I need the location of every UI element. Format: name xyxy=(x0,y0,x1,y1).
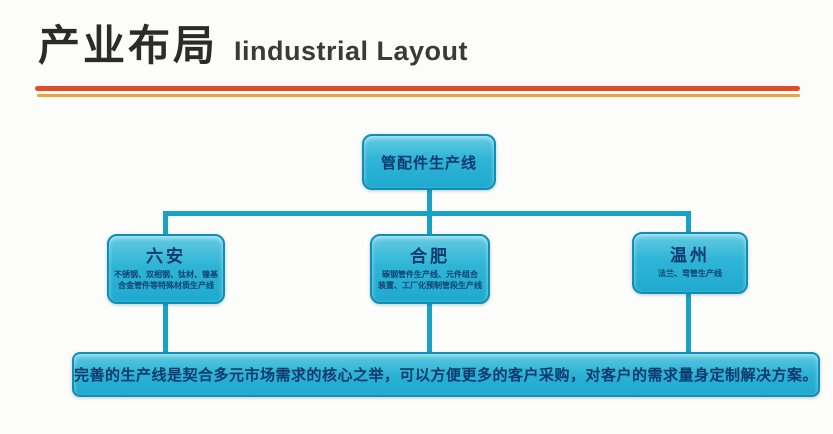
node-pipe-fittings-production-line: 管配件生产线 xyxy=(362,134,496,190)
summary-banner-text: 完善的生产线是契合多元市场需求的核心之举，可以方便更多的客户采购，对客户的需求量… xyxy=(74,367,819,384)
root-node-label: 管配件生产线 xyxy=(380,154,477,172)
connector-luan-to-banner xyxy=(163,302,168,354)
divider-line-red xyxy=(35,86,800,91)
site-name-label: 六安 xyxy=(146,246,186,266)
node-site-luan: 六安 不锈钢、双相钢、钛材、镍基 合金管件等特殊材质生产线 xyxy=(107,234,225,304)
site-description: 碳钢管件生产线、元件组合 装置、工厂化预制管段生产线 xyxy=(378,269,482,290)
site-description: 不锈钢、双相钢、钛材、镍基 合金管件等特殊材质生产线 xyxy=(114,269,218,290)
page-header: 产业布局 Iindustrial Layout xyxy=(38,12,468,73)
site-name-label: 合肥 xyxy=(410,246,450,266)
connector-wenzhou-to-banner xyxy=(686,292,691,354)
connector-hefei-to-banner xyxy=(427,302,432,354)
connector-root-drop xyxy=(427,190,432,213)
divider-line-orange xyxy=(37,94,800,97)
node-site-wenzhou: 温州 法兰、弯管生产线 xyxy=(632,232,748,294)
page-title-chinese: 产业布局 xyxy=(38,22,219,69)
connector-drop-luan xyxy=(163,211,168,236)
page-title-english: Iindustrial Layout xyxy=(234,36,469,66)
connector-drop-hefei xyxy=(427,211,432,236)
summary-banner: 完善的生产线是契合多元市场需求的核心之举，可以方便更多的客户采购，对客户的需求量… xyxy=(72,352,820,397)
node-site-hefei: 合肥 碳钢管件生产线、元件组合 装置、工厂化预制管段生产线 xyxy=(370,234,490,304)
connector-drop-wenzhou xyxy=(686,211,691,236)
site-description: 法兰、弯管生产线 xyxy=(658,269,722,279)
site-name-label: 温州 xyxy=(670,245,710,265)
